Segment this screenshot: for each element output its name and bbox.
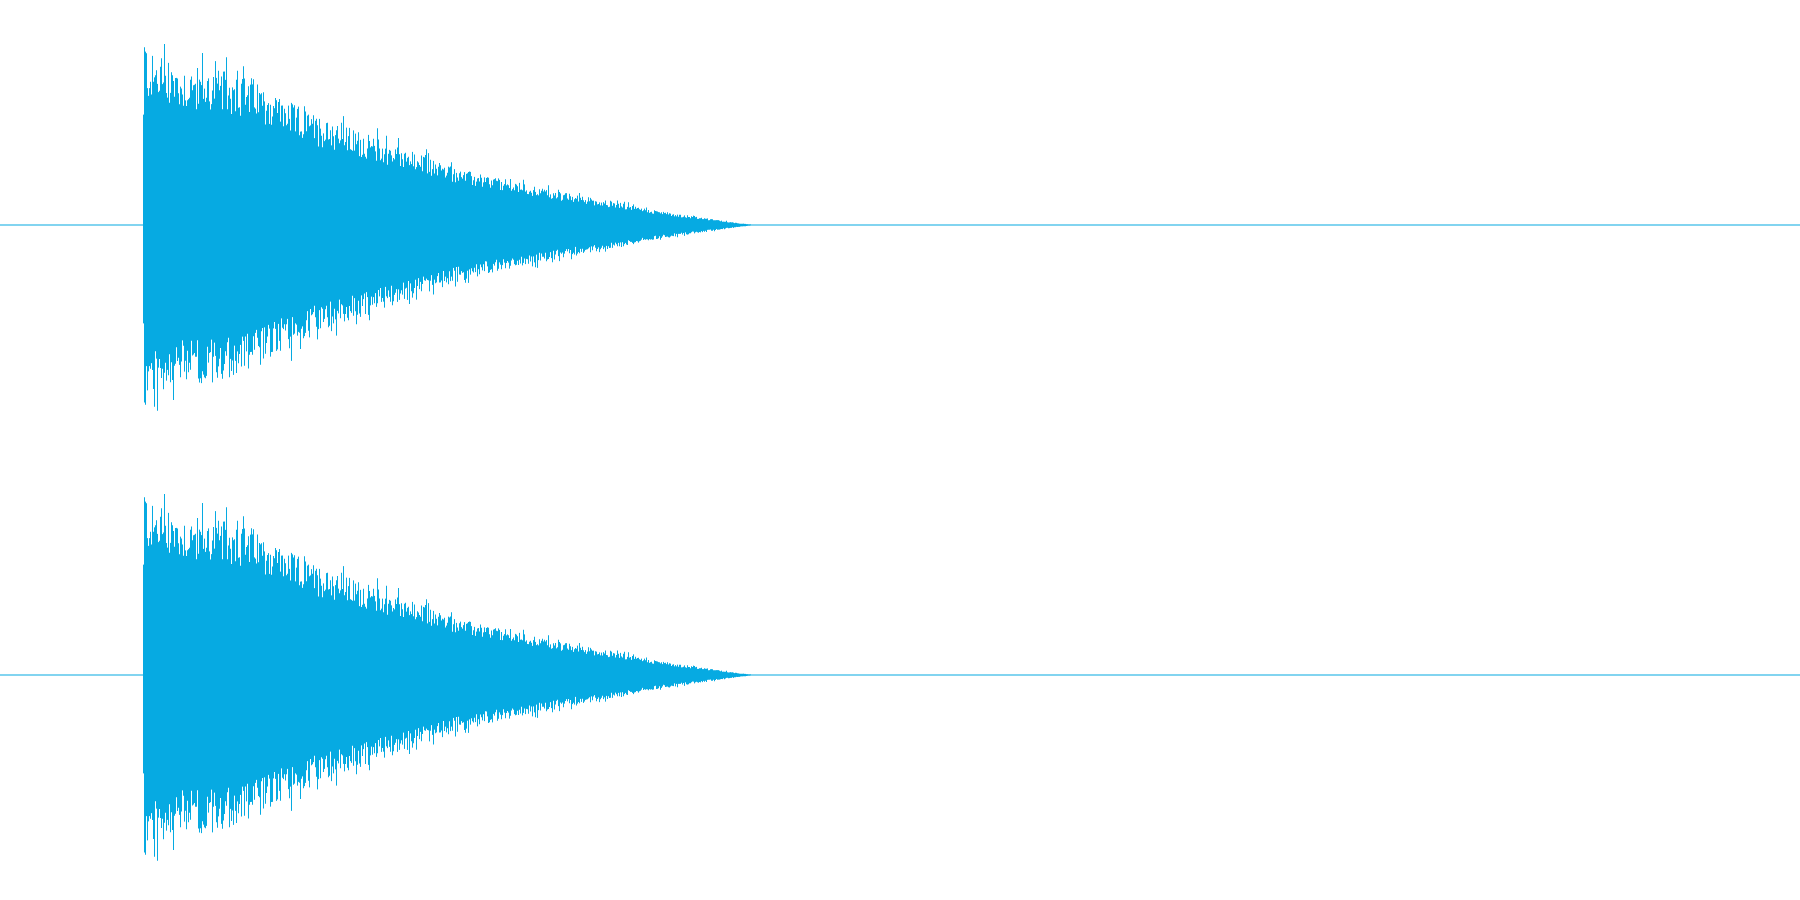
waveform-trace	[143, 494, 755, 861]
channel-1-waveform	[0, 44, 1800, 411]
waveform-trace	[143, 44, 755, 411]
channel-2-waveform	[0, 494, 1800, 861]
